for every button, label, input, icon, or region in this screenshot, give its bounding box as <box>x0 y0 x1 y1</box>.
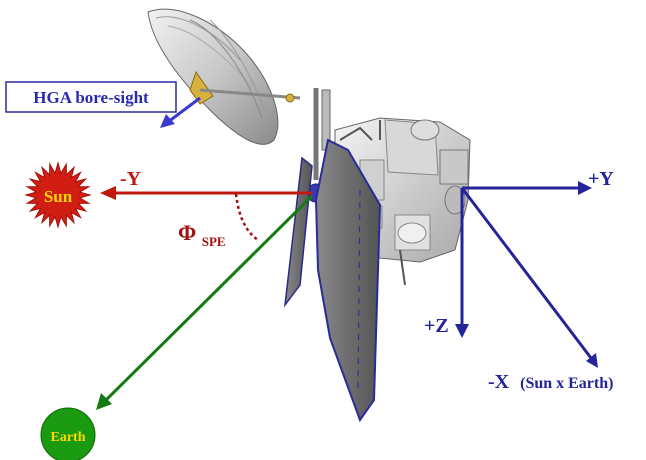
solar-panel-right <box>314 138 382 423</box>
earth-label: Earth <box>51 430 86 445</box>
minus-x-main: -X <box>488 371 510 393</box>
plus-y-label: +Y <box>588 168 614 190</box>
minus-x-axis <box>460 187 598 368</box>
earth-disc-icon: Earth <box>40 407 96 460</box>
plus-y-axis <box>462 181 592 195</box>
phi-subscript: SPE <box>202 234 226 249</box>
sun-label: Sun <box>44 187 73 206</box>
minus-y-label: -Y <box>120 168 142 190</box>
phi-symbol: Φ <box>178 220 196 245</box>
earth-direction-line <box>96 194 314 410</box>
phi-spe-angle-arc <box>234 193 259 242</box>
minus-x-label: -X (Sun x Earth) <box>488 371 613 393</box>
hga-bore-sight-callout: HGA bore-sight <box>5 81 177 113</box>
high-gain-antenna <box>147 8 301 145</box>
solar-panel-left <box>283 156 313 308</box>
phi-spe-label: Φ SPE <box>178 220 226 249</box>
minus-x-note: (Sun x Earth) <box>520 375 613 392</box>
minus-y-axis <box>100 186 312 200</box>
plus-z-axis <box>455 188 469 338</box>
sun-starburst-icon: Sun <box>24 161 92 229</box>
hga-bore-sight-arrow <box>160 96 201 128</box>
hga-bore-sight-label: HGA bore-sight <box>33 88 149 107</box>
plus-z-label: +Z <box>424 315 449 337</box>
